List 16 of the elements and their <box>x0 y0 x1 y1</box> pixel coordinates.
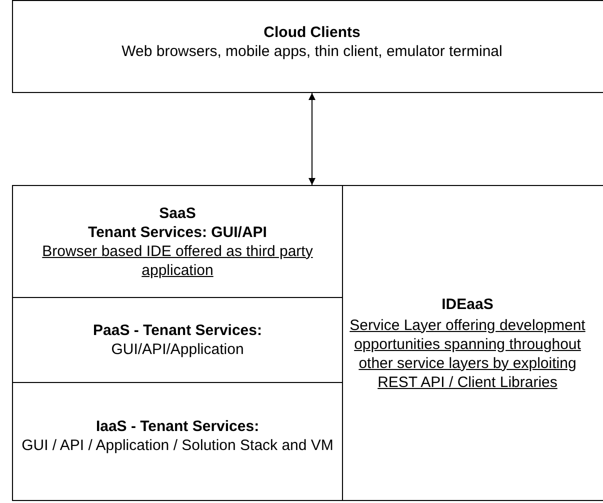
layer-description: Web browsers, mobile apps, thin client, emulator terminal <box>122 42 502 60</box>
client-layer-box <box>12 0 603 93</box>
service-layer-box <box>12 382 343 501</box>
layer-title: Tenant Services: GUI/API <box>88 222 267 242</box>
layer-title: PaaS - Tenant Services: <box>93 321 262 340</box>
layer-description: GUI/API/Application <box>111 340 244 359</box>
service-layer-box <box>12 185 343 298</box>
layer-title: IDEaaS <box>442 294 494 314</box>
bidirectional-arrow <box>308 92 316 186</box>
layer-description: Service Layer offering development opportunities spanning throughout other service layers by exploiting REST API / Client Libraries <box>349 316 586 392</box>
layer-title: Cloud Clients <box>264 22 360 42</box>
layer-title: IaaS - Tenant Services: <box>96 416 260 436</box>
layer-description: GUI / API / Application / Solution Stack and VM <box>22 436 334 454</box>
service-layer-box <box>342 185 603 501</box>
layer-description: Browser based IDE offered as third party application <box>41 242 314 280</box>
layer-title: SaaS <box>159 204 196 222</box>
